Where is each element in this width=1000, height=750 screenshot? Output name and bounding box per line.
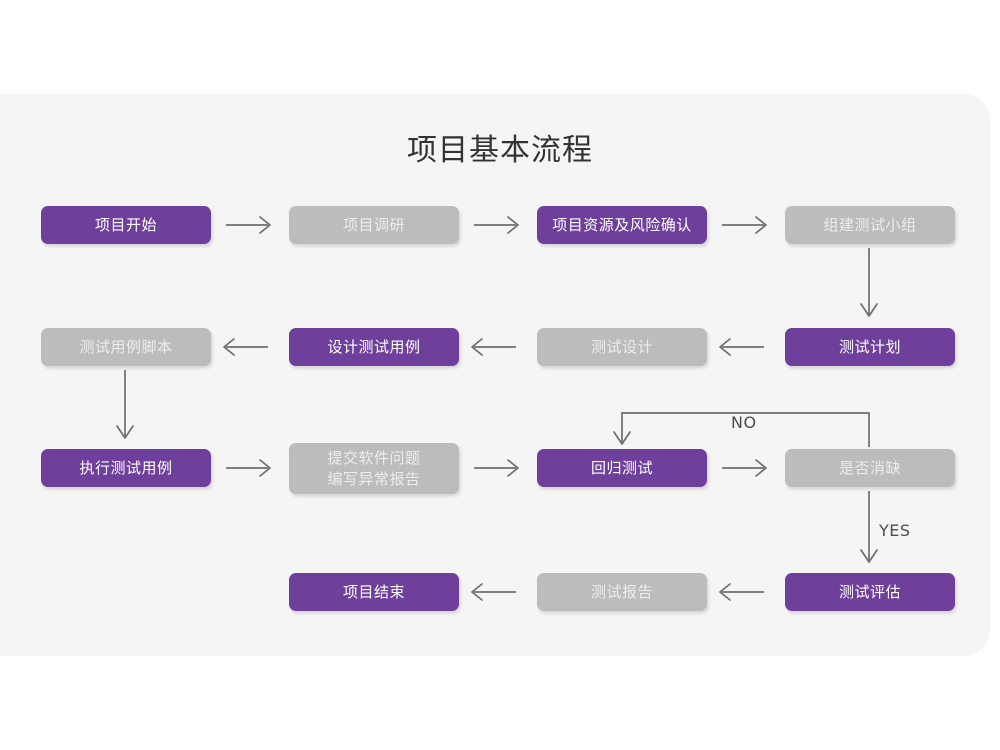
- node-design-test-case[interactable]: 设计测试用例: [289, 328, 459, 366]
- node-test-plan[interactable]: 测试计划: [785, 328, 955, 366]
- node-label: 项目调研: [342, 215, 405, 234]
- node-label: 回归测试: [590, 458, 653, 477]
- node-label: 测试设计: [590, 337, 653, 356]
- node-label: 执行测试用例: [79, 458, 173, 477]
- node-label: 项目资源及风险确认: [552, 215, 692, 234]
- node-project-end[interactable]: 项目结束: [289, 573, 459, 611]
- node-defect-cleared[interactable]: 是否消缺: [785, 449, 955, 487]
- node-test-report[interactable]: 测试报告: [537, 573, 707, 611]
- node-label: 测试评估: [838, 582, 901, 601]
- node-execute-test-case[interactable]: 执行测试用例: [41, 449, 211, 487]
- node-label: 测试报告: [590, 582, 653, 601]
- node-test-design[interactable]: 测试设计: [537, 328, 707, 366]
- node-submit-issue-report[interactable]: 提交软件问题 编写异常报告: [289, 443, 459, 494]
- flowchart-panel: [0, 94, 990, 656]
- node-label: 项目开始: [94, 215, 157, 234]
- node-label: 测试用例脚本: [79, 337, 173, 356]
- page-title: 项目基本流程: [407, 133, 593, 168]
- node-resource-risk-confirm[interactable]: 项目资源及风险确认: [537, 206, 707, 244]
- node-test-case-script[interactable]: 测试用例脚本: [41, 328, 211, 366]
- node-form-test-team[interactable]: 组建测试小组: [785, 206, 955, 244]
- node-test-evaluation[interactable]: 测试评估: [785, 573, 955, 611]
- edge-label-yes: YES: [879, 521, 911, 540]
- node-label: 提交软件问题 编写异常报告: [327, 448, 421, 488]
- node-project-start[interactable]: 项目开始: [41, 206, 211, 244]
- node-project-research[interactable]: 项目调研: [289, 206, 459, 244]
- node-label: 测试计划: [838, 337, 901, 356]
- node-label: 设计测试用例: [327, 337, 421, 356]
- node-label: 项目结束: [342, 582, 405, 601]
- node-regression-test[interactable]: 回归测试: [537, 449, 707, 487]
- node-label: 组建测试小组: [823, 215, 917, 234]
- node-label: 是否消缺: [838, 458, 901, 477]
- edge-label-no: NO: [731, 413, 757, 432]
